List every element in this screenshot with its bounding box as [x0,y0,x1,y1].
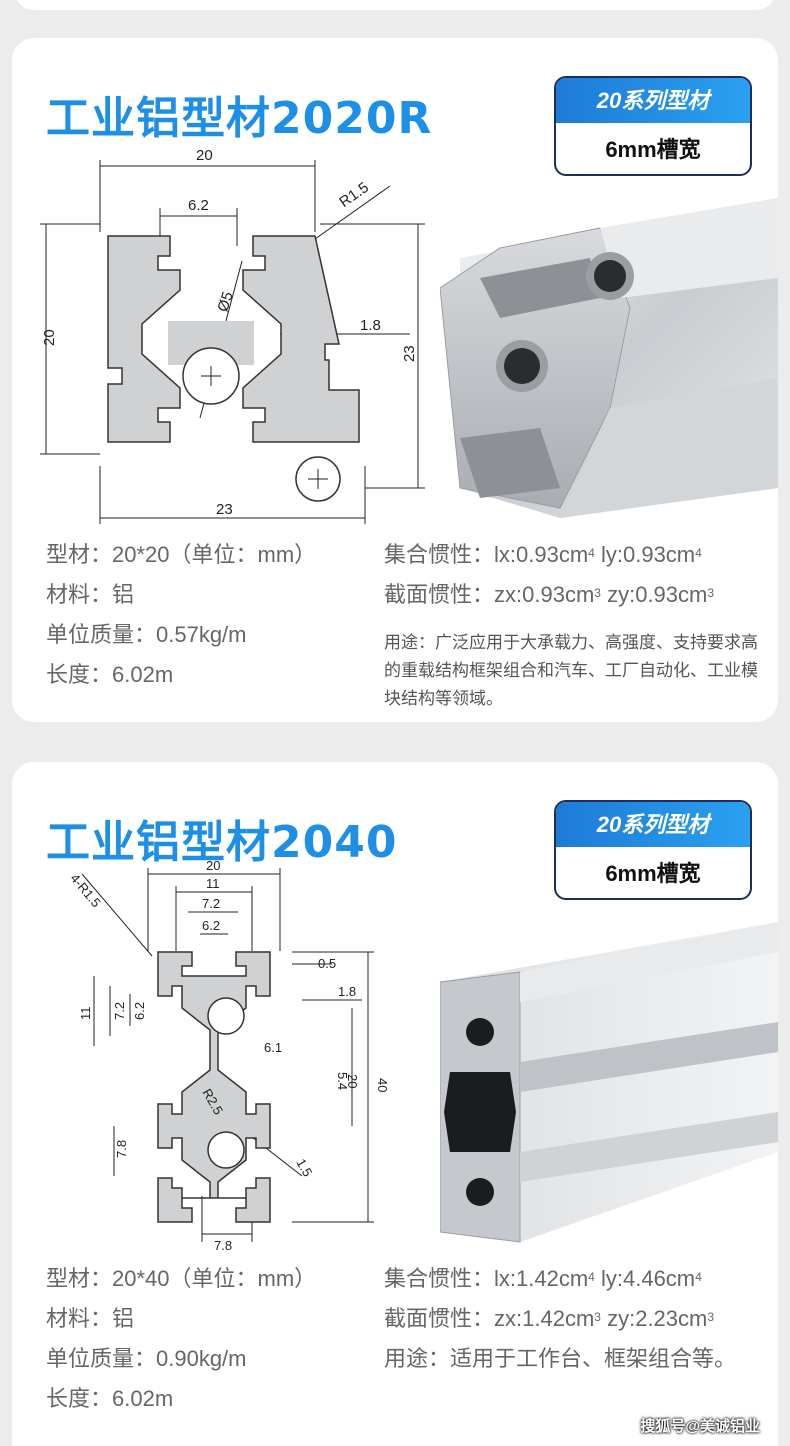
dim-label: 7.8 [214,1238,232,1253]
spec-section-inertia: 截面惯性：zx:0.93cm3 zy:0.93cm3 [384,582,715,607]
specs-left: 型材：20*20（单位：mm） 材料：铝 单位质量：0.57kg/m 长度：6.… [46,535,316,695]
badge-slot-width: 6mm槽宽 [605,861,701,886]
dim-label: 7.2 [112,1002,127,1020]
dim-label: 20 [206,858,220,873]
spec-weight: 单位质量：0.57kg/m [46,622,247,647]
specs-left: 型材：20*40（单位：mm） 材料：铝 单位质量：0.90kg/m 长度：6.… [46,1259,316,1419]
spec-inertia: 集合惯性：lx:0.93cm4 ly:0.93cm4 [384,542,702,567]
product-title: 工业铝型材2040 [46,817,398,868]
dim-label: 11 [206,876,220,891]
dim-label: 20 [41,329,58,346]
spec-material: 材料：铝 [46,1306,135,1331]
specs-right: 集合惯性：lx:0.93cm4 ly:0.93cm4 截面惯性：zx:0.93c… [384,535,714,615]
dim-label: 23 [401,345,418,362]
spec-section-inertia: 截面惯性：zx:1.42cm3 zy:2.23cm3 [384,1306,715,1331]
dim-label: 7.8 [114,1140,129,1158]
spec-length: 长度：6.02m [46,662,174,687]
spec-weight: 单位质量：0.90kg/m [46,1346,247,1371]
dim-label: 40 [375,1078,390,1092]
dim-label: 6.2 [202,918,220,933]
spec-profile: 型材：20*40（单位：mm） [46,1266,317,1291]
dim-label: 4-R1.5 [67,871,104,911]
badge-slot-width: 6mm槽宽 [605,137,701,162]
watermark: 搜狐号@美诚铝业 [640,1418,760,1435]
profile-photo-2020r [440,198,778,518]
dim-label: 6.2 [188,197,209,214]
dim-label: R1.5 [336,179,372,211]
specs-right: 集合惯性：lx:1.42cm4 ly:4.46cm4 截面惯性：zx:1.42c… [384,1259,736,1379]
dim-label: 20 [345,1074,360,1088]
dim-label: 7.2 [202,896,220,911]
series-badge: 20系列型材 6mm槽宽 [554,76,752,176]
spec-profile: 型材：20*20（单位：mm） [46,542,317,567]
dim-label: 5.4 [335,1072,350,1090]
dim-label: 11 [78,1007,93,1021]
dim-label: 23 [216,501,233,518]
dim-label: 1.5 [293,1156,315,1179]
badge-series: 20系列型材 [556,802,750,847]
series-badge: 20系列型材 6mm槽宽 [554,800,752,900]
dim-label: 20 [196,147,213,164]
dim-label: 1.8 [338,984,356,999]
spec-material: 材料：铝 [46,582,135,607]
product-card-2020r: 工业铝型材2020R 20系列型材 6mm槽宽 [12,38,778,722]
spec-inertia: 集合惯性：lx:1.42cm4 ly:4.46cm4 [384,1266,702,1291]
spec-usage: 用途：广泛应用于大承载力、高强度、支持要求高的重载结构框架组合和汽车、工厂自动化… [384,633,758,708]
previous-card-edge [14,0,776,10]
product-title: 工业铝型材2020R [46,93,433,144]
dim-label: 0.5 [318,956,336,971]
profile-drawing-2020r: 20 6.2 R1.5 Ø5 1.8 20 23 23 [40,147,425,524]
profile-photo-2040 [440,922,778,1243]
badge-series: 20系列型材 [556,78,750,123]
dim-label: Ø5 [214,290,236,314]
profile-drawing-2040: 20 11 7.2 6.2 4-R1.5 0.5 7.2 11 6.2 1.8 … [67,858,390,1253]
spec-length: 长度：6.02m [46,1386,174,1411]
dim-label: 1.8 [360,317,381,334]
dim-label: 6.1 [264,1040,282,1055]
product-card-2040: 工业铝型材2040 20系列型材 6mm槽宽 [12,762,778,1446]
spec-usage: 用途：适用于工作台、框架组合等。 [384,1346,737,1371]
dim-label: 6.2 [132,1002,147,1020]
